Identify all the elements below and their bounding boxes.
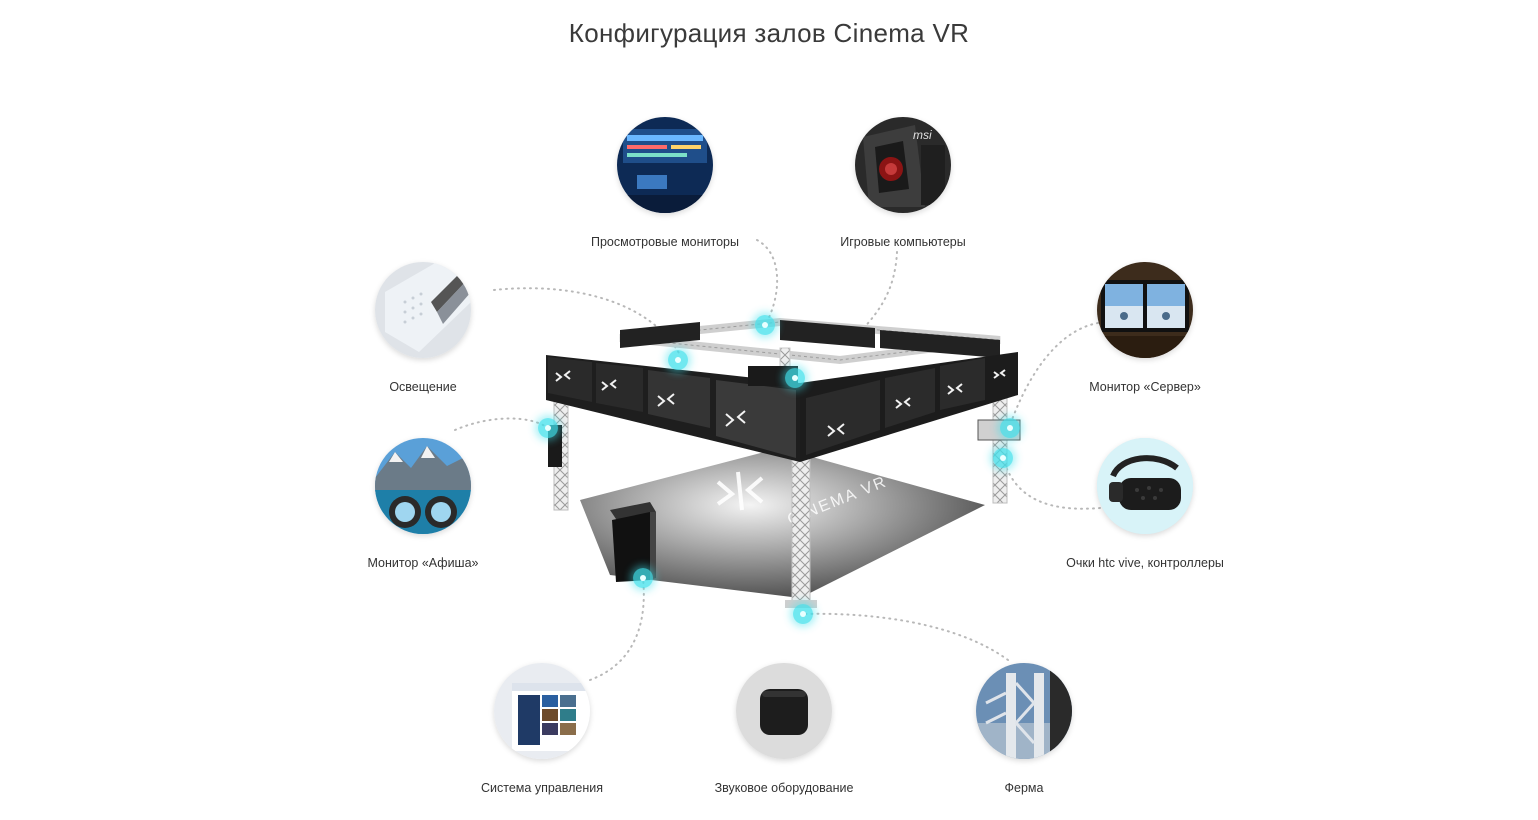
feature-label: Монитор «Афиша» xyxy=(367,556,479,570)
gaming-pc-icon: msi xyxy=(855,117,951,213)
feature-control[interactable]: Система управления xyxy=(442,663,642,795)
control-system-icon xyxy=(494,663,590,759)
front-right-banners xyxy=(800,352,1018,462)
feature-gaming-pc[interactable]: msi Игровые компьютеры xyxy=(803,117,1003,249)
front-left-banners xyxy=(546,355,800,462)
hotspot-truss[interactable] xyxy=(793,604,813,624)
control-kiosk xyxy=(610,502,656,582)
vr-headset-icon xyxy=(1097,438,1193,534)
feature-label: Игровые компьютеры xyxy=(840,235,966,249)
feature-label: Просмотровые мониторы xyxy=(591,235,739,249)
speaker-icon xyxy=(736,663,832,759)
connector-server xyxy=(1009,322,1099,426)
page-title: Конфигурация залов Cinema VR xyxy=(568,18,970,48)
hotspot-control[interactable] xyxy=(633,568,653,588)
feature-label: Звуковое оборудование xyxy=(714,781,854,795)
booth-floor xyxy=(580,448,985,598)
hotspot-htc[interactable] xyxy=(993,448,1013,468)
floor-logo xyxy=(716,471,764,511)
truss-icon xyxy=(976,663,1072,759)
feature-sound[interactable]: Звуковое оборудование xyxy=(684,663,884,795)
feature-truss[interactable]: Ферма xyxy=(924,663,1124,795)
monitors-icon xyxy=(617,117,713,213)
hotspot-afisha[interactable] xyxy=(538,418,558,438)
connector-control xyxy=(589,577,645,681)
feature-label: Система управления xyxy=(481,781,603,795)
connector-truss xyxy=(802,612,1009,661)
hotspot-gaming-pc[interactable] xyxy=(785,368,805,388)
hotspot-server[interactable] xyxy=(1000,418,1020,438)
feature-label: Ферма xyxy=(1004,781,1044,795)
server-monitor-icon xyxy=(1097,262,1193,358)
feature-label: Освещение xyxy=(389,380,457,394)
afisha-monitor-icon xyxy=(375,438,471,534)
feature-lighting[interactable]: Освещение xyxy=(323,262,523,394)
connector-gaming-pc xyxy=(861,251,898,331)
lighting-icon xyxy=(375,262,471,358)
feature-afisha[interactable]: Монитор «Афиша» xyxy=(323,438,523,570)
back-panels xyxy=(620,320,1000,358)
connector-afisha xyxy=(454,417,549,431)
hotspot-monitors[interactable] xyxy=(755,315,775,335)
feature-label: Монитор «Сервер» xyxy=(1089,380,1201,394)
hotspot-lighting[interactable] xyxy=(668,350,688,370)
feature-monitors[interactable]: Просмотровые мониторы xyxy=(565,117,765,249)
feature-label: Очки htc vive, контроллеры xyxy=(1066,556,1224,570)
svg-text:msi: msi xyxy=(913,128,932,142)
feature-server[interactable]: Монитор «Сервер» xyxy=(1045,262,1245,394)
feature-htc[interactable]: Очки htc vive, контроллеры xyxy=(1045,438,1245,570)
